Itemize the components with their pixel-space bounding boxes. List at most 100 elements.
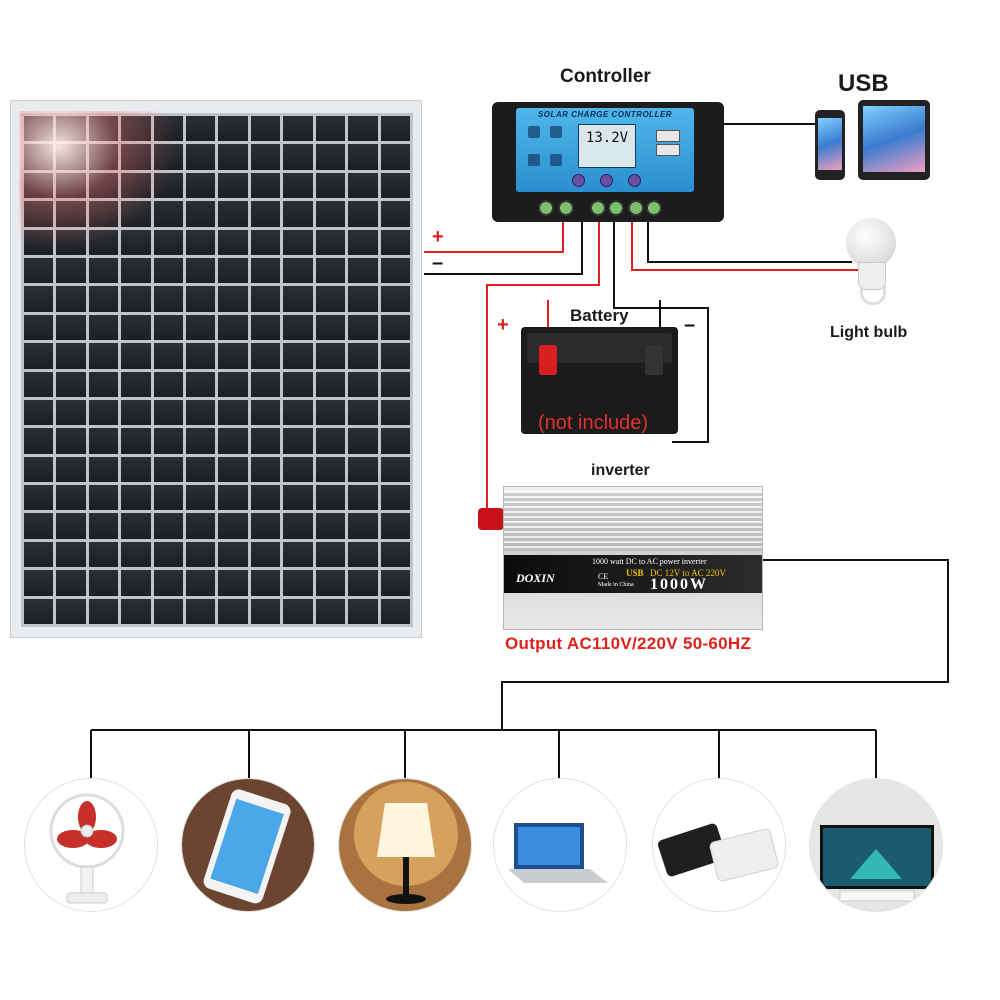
solar-cell [153, 428, 184, 454]
red-clamp-icon [539, 345, 557, 375]
solar-cell [218, 144, 248, 170]
solar-cell [348, 570, 378, 596]
solar-cell [218, 541, 248, 568]
solar-cell [283, 541, 313, 568]
solar-cell [88, 598, 119, 624]
solar-cell [218, 201, 248, 227]
solar-cell [24, 485, 54, 511]
solar-cell [121, 598, 151, 624]
menu-button[interactable] [572, 174, 585, 187]
solar-cell [380, 343, 410, 369]
solar-cell [283, 229, 313, 255]
solar-cell [56, 513, 86, 539]
solar-cell [315, 485, 346, 511]
solar-cell [250, 598, 281, 624]
solar-cell [283, 399, 313, 426]
solar-cell [315, 172, 346, 199]
lamp-drawing [339, 779, 471, 911]
ce-mark: CE [598, 572, 609, 581]
solar-cell [348, 541, 378, 568]
solar-cell [88, 371, 119, 397]
solar-cell [121, 456, 151, 483]
inverter-label-band: 1000 watt DC to AC power inverter USB DC… [504, 555, 762, 593]
solar-cell [153, 485, 184, 511]
solar-cell [88, 172, 119, 199]
solar-cell [186, 513, 216, 539]
inverter-line1: 1000 watt DC to AC power inverter [592, 557, 707, 566]
solar-cell [186, 598, 216, 624]
solar-cell [348, 399, 378, 426]
solar-cell [315, 144, 346, 170]
solar-cell [153, 257, 184, 284]
solar-cell [348, 172, 378, 199]
solar-cell [283, 513, 313, 539]
solar-cell [121, 172, 151, 199]
solar-cell [283, 116, 313, 142]
battery-plus-sign: + [497, 314, 509, 336]
fan-drawing [25, 779, 157, 911]
solar-cell [315, 201, 346, 227]
solar-cell [56, 201, 86, 227]
solar-cell [283, 598, 313, 624]
solar-panel [10, 100, 422, 638]
solar-cell [250, 116, 281, 142]
panel-minus-sign: – [432, 252, 444, 274]
solar-cell [348, 286, 378, 312]
solar-cell [348, 456, 378, 483]
solar-cell [315, 513, 346, 539]
solar-cell [186, 116, 216, 142]
solar-cell [121, 286, 151, 312]
solar-cell [218, 229, 248, 255]
solar-cell [283, 428, 313, 454]
clock-icon [528, 154, 540, 166]
solar-cell [380, 229, 410, 255]
solar-cell [315, 257, 346, 284]
solar-cell [153, 541, 184, 568]
solar-cell [315, 541, 346, 568]
powerbank-drawing [653, 779, 785, 911]
solar-cell [315, 399, 346, 426]
solar-cell [56, 456, 86, 483]
solar-cell [153, 456, 184, 483]
minus-button[interactable] [600, 174, 613, 187]
tablet-icon [858, 100, 930, 180]
solar-cell [250, 570, 281, 596]
solar-cell [24, 399, 54, 426]
tv-drawing [810, 779, 942, 911]
light-bulb-icon [846, 218, 896, 268]
solar-cell [56, 257, 86, 284]
solar-cell [121, 229, 151, 255]
table-lamp-icon [338, 778, 472, 912]
solar-cell [283, 343, 313, 369]
solar-cell [186, 485, 216, 511]
solar-cell [250, 286, 281, 312]
solar-cell [24, 513, 54, 539]
solar-cell [153, 598, 184, 624]
solar-cell [24, 343, 54, 369]
solar-cell [24, 570, 54, 596]
output-cable [501, 559, 949, 730]
lcd-display: 13.2V [578, 124, 636, 168]
solar-cell [121, 257, 151, 284]
solar-cell [56, 343, 86, 369]
solar-cell [56, 229, 86, 255]
inverter-power-rating: 1000W [650, 576, 708, 593]
solar-cell [348, 343, 378, 369]
solar-cell [121, 485, 151, 511]
solar-cell [56, 371, 86, 397]
solar-cell [56, 172, 86, 199]
solar-cell [24, 116, 54, 142]
solar-cell [283, 314, 313, 341]
solar-cell [153, 286, 184, 312]
solar-cell [186, 286, 216, 312]
solar-cell [186, 172, 216, 199]
solar-cell [380, 371, 410, 397]
bulb-hook [860, 286, 886, 305]
plus-button[interactable] [628, 174, 641, 187]
solar-cell [218, 172, 248, 199]
solar-cell [56, 485, 86, 511]
solar-cell [218, 513, 248, 539]
solar-cell [250, 456, 281, 483]
solar-cell [88, 314, 119, 341]
